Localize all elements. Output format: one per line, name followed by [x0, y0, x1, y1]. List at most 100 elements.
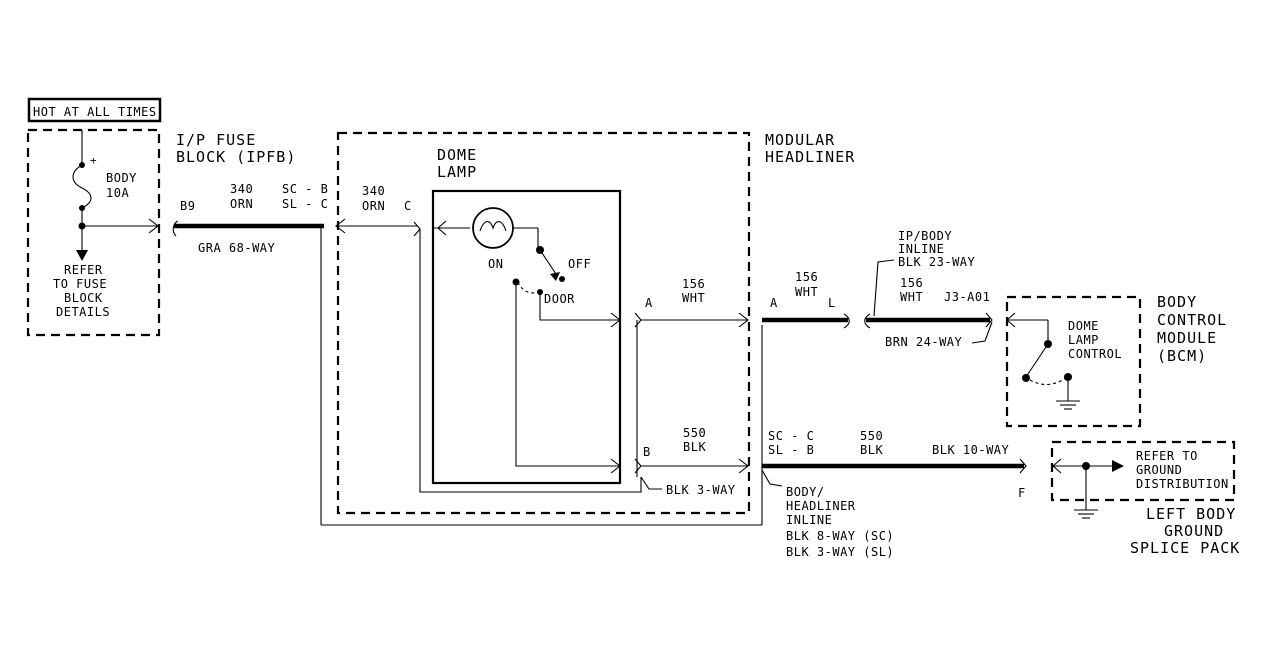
harness-156-right-cap — [843, 313, 850, 329]
pin-a-right-label: A — [770, 296, 778, 310]
brn24-label: BRN 24-WAY — [885, 335, 963, 349]
ground-input-arrow-icon — [1052, 458, 1062, 474]
door-to-pin-a-wire — [539, 294, 620, 321]
pin-a-caret-icon — [634, 312, 642, 328]
fuse-refer-1: REFER — [64, 263, 103, 277]
wire-550-num: 550 — [683, 426, 706, 440]
bcm-box — [1005, 295, 1142, 428]
body-headliner-line-3: INLINE — [786, 513, 832, 527]
ground-splice-box — [1050, 440, 1236, 502]
wire-156-right-color: WHT — [795, 285, 818, 299]
bcm-ctrl-1: DOME — [1068, 319, 1099, 333]
sc-c-label: SC - C — [768, 429, 814, 443]
ip-body-line-1: IP/BODY — [898, 229, 952, 243]
sl-b-label: SL - B — [768, 443, 814, 457]
switch-on-dot — [512, 278, 520, 286]
wire-156-bcm-color: WHT — [900, 290, 923, 304]
sl-c-label: SL - C — [282, 197, 328, 211]
hot-label: HOT AT ALL TIMES — [33, 105, 157, 119]
fuse-name-2: 10A — [106, 186, 129, 200]
wire-156-right-num: 156 — [795, 270, 818, 284]
fuse-name-1: BODY — [106, 171, 137, 185]
ground-title-2: GROUND — [1164, 522, 1224, 540]
fuse-icon — [72, 164, 92, 209]
dome-lamp-title-2: LAMP — [437, 163, 477, 181]
dome-outer-loop-wire — [419, 229, 642, 493]
bulb-filament — [479, 221, 507, 232]
ipfb-harness-left-cap — [172, 220, 179, 237]
fuse-box — [26, 128, 161, 337]
bcm-title-3: MODULE — [1157, 329, 1217, 347]
fuse-ipfb-arrow-icon — [148, 218, 159, 234]
brn24-leader — [971, 321, 993, 344]
body-headliner-line-2: HEADLINER — [786, 499, 856, 513]
dome-wire-340-num: 340 — [362, 184, 385, 198]
switch-door-dot — [537, 289, 543, 295]
ipfb-title-2: BLOCK (IPFB) — [176, 148, 296, 166]
bcm-switch-blade — [1025, 343, 1049, 378]
sc-b-label: SC - B — [282, 182, 328, 196]
pin-f-label: F — [1018, 486, 1026, 500]
dome-off-label: OFF — [568, 257, 591, 271]
blk3-connector-lead — [640, 476, 662, 490]
pin-b-caret-icon — [634, 458, 642, 474]
hot-label-box — [27, 97, 162, 123]
ground-refer-3: DISTRIBUTION — [1136, 477, 1229, 491]
j3-a01-label: J3-A01 — [944, 290, 990, 304]
ip-body-leader — [873, 259, 895, 317]
pin-a-label: A — [645, 296, 653, 310]
body-headliner-leader — [761, 469, 783, 487]
switch-door-arc — [517, 281, 541, 294]
pin-b-label: B — [643, 445, 651, 459]
ip-body-line-3: BLK 23-WAY — [898, 255, 976, 269]
ip-body-line-2: INLINE — [898, 242, 944, 256]
switch-arrow-icon — [550, 272, 560, 281]
on-wire-arrow-icon — [610, 458, 621, 474]
wire-550-right-num: 550 — [860, 429, 883, 443]
bcm-title-1: BODY — [1157, 293, 1197, 311]
ground-output-arrow-icon — [1112, 460, 1124, 472]
blk3-label: BLK 3-WAY — [666, 483, 736, 497]
fuse-refer-2: TO FUSE — [53, 277, 107, 291]
ground-refer-2: GROUND — [1136, 463, 1182, 477]
dome-lamp-input-arrow-icon — [437, 220, 447, 236]
bcm-ctrl-3: CONTROL — [1068, 347, 1122, 361]
dome-lamp-box — [431, 189, 622, 485]
dome-on-label: ON — [488, 257, 503, 271]
ground-icon — [1074, 509, 1098, 519]
dome-wire-340-color: ORN — [362, 199, 385, 213]
dome-door-label: DOOR — [544, 292, 575, 306]
ground-title-3: SPLICE PACK — [1130, 539, 1240, 557]
wire-156-color: WHT — [682, 291, 705, 305]
bcm-ground-icon — [1056, 400, 1080, 410]
on-to-pin-b-wire — [515, 284, 620, 467]
body-headliner-line-4: BLK 8-WAY (SC) — [786, 529, 894, 543]
wire-156-bcm-num: 156 — [900, 276, 923, 290]
blk10-label: BLK 10-WAY — [932, 443, 1010, 457]
ipfb-title-1: I/P FUSE — [176, 131, 256, 149]
dome-lamp-title-1: DOME — [437, 146, 477, 164]
wire-550-right-color: BLK — [860, 443, 883, 457]
ground-title-1: LEFT BODY — [1146, 505, 1236, 523]
bcm-switch-arc — [1029, 377, 1067, 386]
dome-pin-c-caret-icon — [413, 221, 421, 237]
bcm-input-arrow-icon — [1006, 312, 1016, 328]
switch-off-dot — [559, 276, 565, 282]
ipfb-wire-340-color: ORN — [230, 197, 253, 211]
wire-156-num: 156 — [682, 277, 705, 291]
pin-l-label: L — [828, 296, 836, 310]
bcm-title-4: (BCM) — [1157, 347, 1207, 365]
wire-340-arrow-icon — [335, 218, 346, 234]
body-headliner-line-5: BLK 3-WAY (SL) — [786, 545, 894, 559]
modular-headliner-box — [336, 131, 751, 515]
bcm-harness-caret-icon — [985, 312, 993, 328]
bcm-title-2: CONTROL — [1157, 311, 1227, 329]
wire-550-arrow-icon — [738, 458, 749, 474]
ground-harness-caret-icon — [1019, 458, 1027, 474]
body-headliner-line-1: BODY/ — [786, 485, 825, 499]
fuse-refer-4: DETAILS — [56, 305, 110, 319]
wire-550-color: BLK — [683, 440, 706, 454]
fuse-plus: + — [90, 154, 97, 167]
switch-blade — [539, 249, 557, 275]
